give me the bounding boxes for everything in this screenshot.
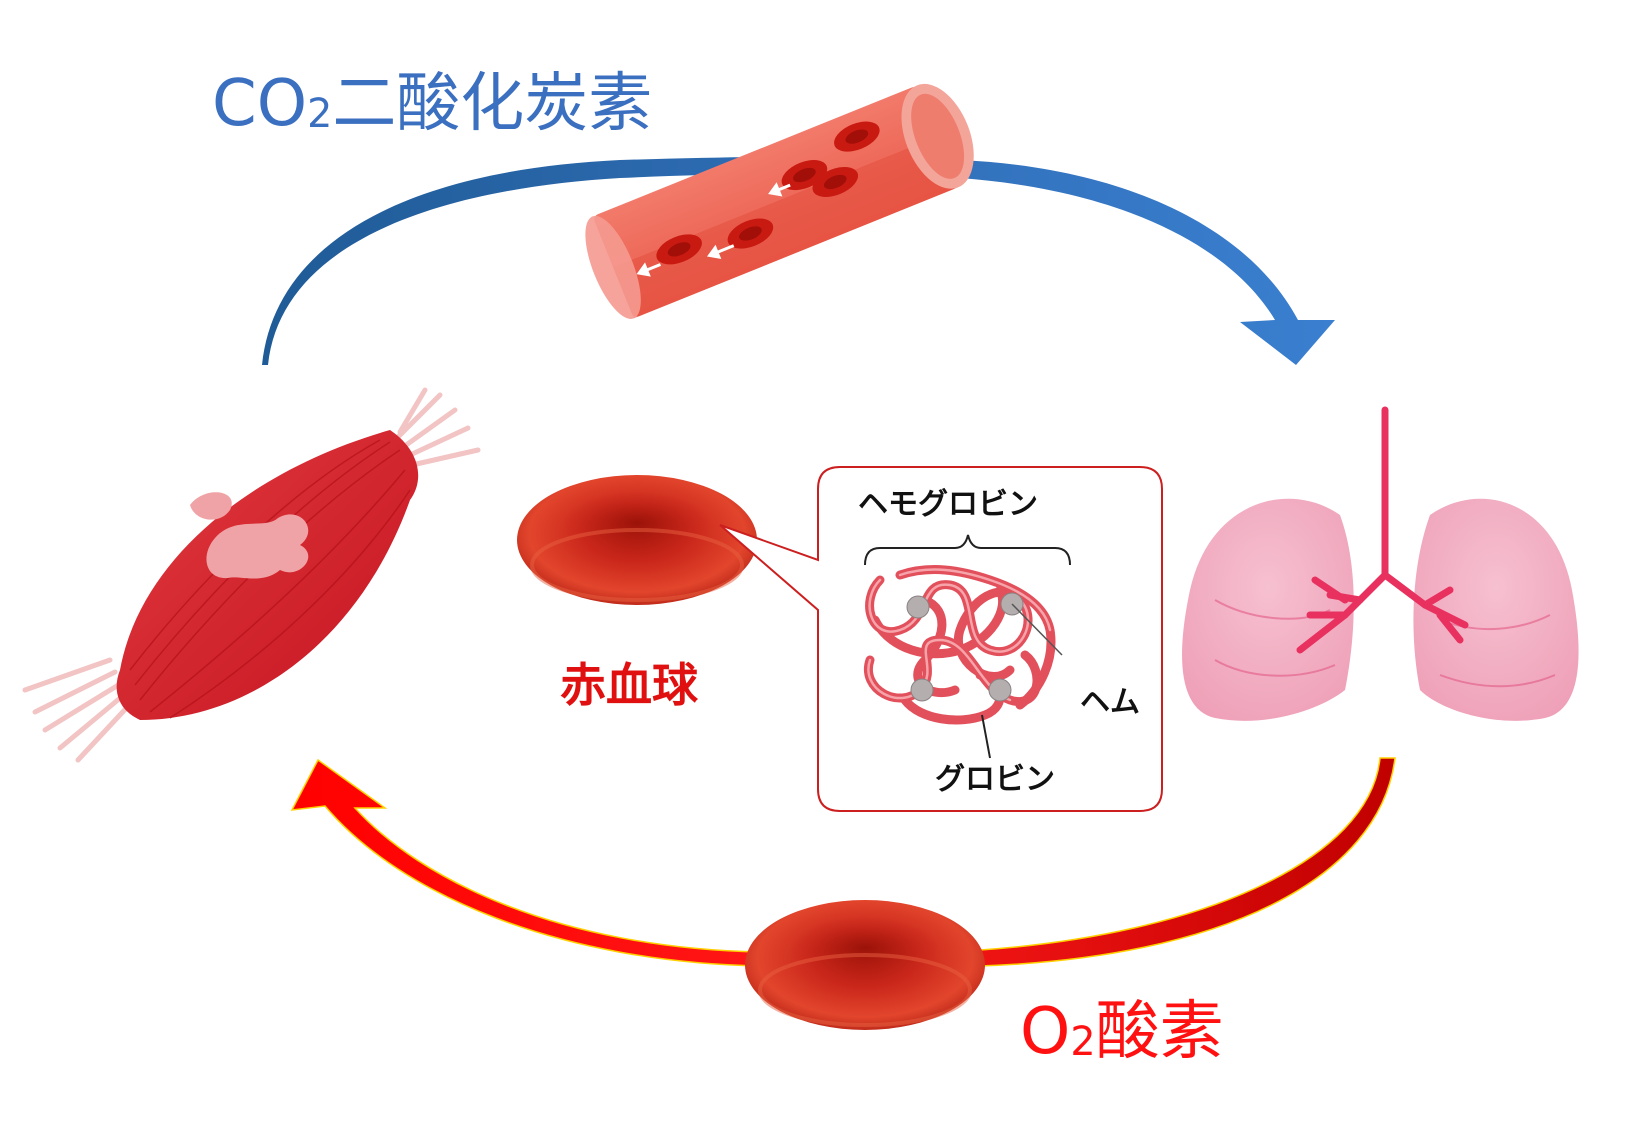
globin-label: グロビン <box>935 762 1055 797</box>
blood-vessel-icon <box>585 83 974 319</box>
red-blood-cell-bottom-icon <box>745 900 985 1030</box>
hemoglobin-bracket <box>864 534 1071 566</box>
red-blood-cell-icon <box>517 475 757 605</box>
co2-label: CO2二酸化炭素 <box>212 67 653 141</box>
lungs-icon <box>1182 406 1579 721</box>
globin-pointer-line <box>981 714 991 759</box>
heme-pointer-line <box>1011 603 1063 656</box>
muscle-icon <box>22 387 481 763</box>
hemoglobin-label: ヘモグロビン <box>858 487 1038 522</box>
o2-label: O2酸素 <box>1020 995 1224 1069</box>
red-blood-cell-label: 赤血球 <box>560 658 698 712</box>
heme-label: ヘム <box>1080 685 1140 720</box>
o2-arrow <box>290 757 1396 967</box>
hemoglobin-molecule-inner <box>867 568 1052 702</box>
